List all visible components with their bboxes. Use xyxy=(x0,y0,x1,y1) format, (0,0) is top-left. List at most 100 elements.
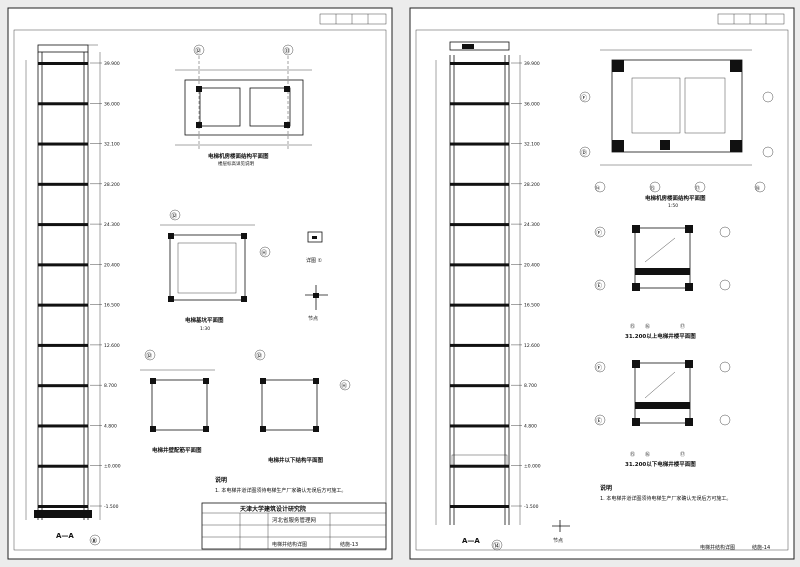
right-floor-slabs xyxy=(450,62,509,508)
left-wall-reinf-plan: ㉜ 电梯井壁配筋平面图 xyxy=(140,349,215,454)
detail-1-label: 详图 ① xyxy=(306,257,323,264)
right-notes: 说明 1. 本电梯井道详图须待电梯生产厂家确认无误后方可施工。 xyxy=(600,484,731,502)
svg-text:⑰: ⑰ xyxy=(680,451,685,458)
svg-text:Ⓓ: Ⓓ xyxy=(581,149,587,157)
right-machine-room-plan: Ⓕ Ⓓ ⑭ ⑮ ⑰ ⑱ 电梯机房楼面结构平面图 1:50 xyxy=(579,49,774,209)
lower-shaft-plan-title: 31.200以下电梯井楼平面图 xyxy=(625,460,696,468)
left-section-view: 39.90036.00032.10028.20024.30020.40016.5… xyxy=(25,44,121,546)
detail-2-label: 节点 xyxy=(308,316,318,322)
right-sheet-frame xyxy=(415,29,789,551)
left-floor-slab xyxy=(38,182,88,186)
right-elevation-label: 16.500 xyxy=(524,303,540,309)
right-footer-title: 电梯井结构详图 xyxy=(700,544,735,551)
right-floor-slab xyxy=(450,102,509,106)
left-elevation-label: -1.500 xyxy=(104,504,119,510)
svg-text:⑭: ⑭ xyxy=(595,185,600,192)
svg-text:Ⓗ: Ⓗ xyxy=(341,382,347,390)
right-section-axis-label: ⑭ xyxy=(493,542,500,550)
svg-text:㉜: ㉜ xyxy=(195,47,201,55)
right-elevation-label: 8.700 xyxy=(524,383,537,389)
svg-text:⑯: ⑯ xyxy=(645,323,650,330)
svg-text:⑰: ⑰ xyxy=(680,323,685,330)
right-sheet: 39.90036.00032.10028.20024.30020.40016.5… xyxy=(409,7,795,560)
left-floor-slab xyxy=(38,343,88,347)
right-machine-room-title: 电梯机房楼面结构平面图 xyxy=(645,194,706,202)
left-floor-slab xyxy=(38,102,88,106)
svg-text:⑰: ⑰ xyxy=(695,185,700,192)
right-sheet-number: 结施-14 xyxy=(752,544,770,551)
left-floor-slab xyxy=(38,303,88,307)
left-notes-line-1: 1. 本电梯井道详图须待电梯生产厂家确认无误后方可施工。 xyxy=(215,487,346,494)
right-elevation-label: 24.300 xyxy=(524,222,540,228)
left-notes: 说明 1. 本电梯井道详图须待电梯生产厂家确认无误后方可施工。 xyxy=(215,476,346,494)
svg-text:⑯: ⑯ xyxy=(645,451,650,458)
left-floor-slab xyxy=(38,263,88,267)
wall-reinf-plan-title: 电梯井壁配筋平面图 xyxy=(152,446,202,454)
right-elevation-label: 28.200 xyxy=(524,182,540,188)
right-lower-shaft-plan: Ⓕ Ⓔ ⑮ ⑯ ⑰ 31.200以下电梯井楼平面图 xyxy=(594,360,731,468)
title-block-project: 河北省服务管理网 xyxy=(272,516,317,524)
left-elevation-label: 28.200 xyxy=(104,182,120,188)
left-section-label: A—A xyxy=(56,532,74,540)
right-floor-slab xyxy=(450,505,509,508)
left-elevation-label: 12.600 xyxy=(104,343,120,349)
left-floor-slab xyxy=(38,223,88,227)
svg-text:Ⓕ: Ⓕ xyxy=(581,94,587,102)
left-lower-plan: ㉜ Ⓗ 电梯井以下结构平面图 xyxy=(254,349,351,464)
svg-text:Ⓕ: Ⓕ xyxy=(596,229,602,237)
svg-text:㉜: ㉜ xyxy=(146,352,152,360)
right-revision-box xyxy=(717,13,785,25)
right-floor-slab xyxy=(450,424,509,428)
right-elevation-label: 12.600 xyxy=(524,343,540,349)
right-elevation-label: 32.100 xyxy=(524,142,540,148)
left-elevation-label: 8.700 xyxy=(104,383,117,389)
title-block-school: 天津大学建筑设计研究院 xyxy=(240,505,306,513)
right-floor-slab xyxy=(450,263,509,267)
right-section-label: A—A xyxy=(462,537,480,545)
right-elevation-label: -1.500 xyxy=(524,504,539,510)
pit-plan-title: 电梯基坑平面图 xyxy=(185,316,224,324)
machine-room-plan-title: 电梯机房楼面结构平面图 xyxy=(208,152,269,160)
upper-shaft-plan-title: 31.200以上电梯井楼平面图 xyxy=(625,332,696,340)
right-elevation-label: 20.400 xyxy=(524,262,540,268)
left-elevation-marks: 39.90036.00032.10028.20024.30020.40016.5… xyxy=(90,61,121,510)
right-elevation-label: 4.800 xyxy=(524,423,537,429)
left-revision-box xyxy=(319,13,387,25)
right-elevation-label: 39.900 xyxy=(524,61,540,67)
right-machine-room-scale: 1:50 xyxy=(668,203,678,209)
right-floor-slab xyxy=(450,343,509,347)
left-floor-slab xyxy=(38,142,88,146)
pit-slab xyxy=(34,510,92,518)
svg-text:Ⓕ: Ⓕ xyxy=(596,364,602,372)
right-notes-heading: 说明 xyxy=(600,484,612,492)
left-floor-slab xyxy=(38,505,88,508)
svg-text:⑮: ⑮ xyxy=(630,451,635,458)
right-elevation-marks: 39.90036.00032.10028.20024.30020.40016.5… xyxy=(511,61,541,510)
left-sheet: 39.90036.00032.10028.20024.30020.40016.5… xyxy=(7,7,393,560)
svg-text:㉝: ㉝ xyxy=(284,47,290,55)
svg-text:Ⓔ: Ⓔ xyxy=(596,282,602,290)
left-elevation-label: 36.000 xyxy=(104,101,120,107)
left-elevation-label: 4.800 xyxy=(104,423,117,429)
left-small-details: 详图 ① 节点 xyxy=(305,231,328,322)
right-upper-shaft-plan: Ⓕ Ⓔ ⑮ ⑯ ⑰ 31.200以上电梯井楼平面图 xyxy=(594,225,731,340)
right-node-detail: 节点 电梯井结构详图 结施-14 xyxy=(552,520,770,551)
left-machine-room-plan: ㉜ ㉝ 电梯机房楼面结构平面图 楼层标高详见说明 xyxy=(175,44,312,167)
left-elevation-label: 24.300 xyxy=(104,222,120,228)
right-notes-line-1: 1. 本电梯井道详图须待电梯生产厂家确认无误后方可施工。 xyxy=(600,495,731,502)
svg-text:节点: 节点 xyxy=(553,538,563,544)
left-floor-slab xyxy=(38,464,88,468)
svg-text:⑱: ⑱ xyxy=(755,185,760,192)
left-sheet-frame xyxy=(13,29,387,551)
right-floor-slab xyxy=(450,62,509,65)
right-section-view: 39.90036.00032.10028.20024.30020.40016.5… xyxy=(435,41,541,551)
svg-text:Ⓔ: Ⓔ xyxy=(596,417,602,425)
left-section-axis-bubble xyxy=(89,534,101,546)
svg-text:Ⓗ: Ⓗ xyxy=(261,249,267,257)
left-title-block: 天津大学建筑设计研究院 河北省服务管理网 电梯井结构详图 结施-13 xyxy=(201,502,387,550)
left-pit-plan: ㉜ Ⓗ 电梯基坑平面图 1:30 xyxy=(160,209,271,332)
right-floor-slab xyxy=(450,464,509,468)
right-floor-slab xyxy=(450,223,509,227)
